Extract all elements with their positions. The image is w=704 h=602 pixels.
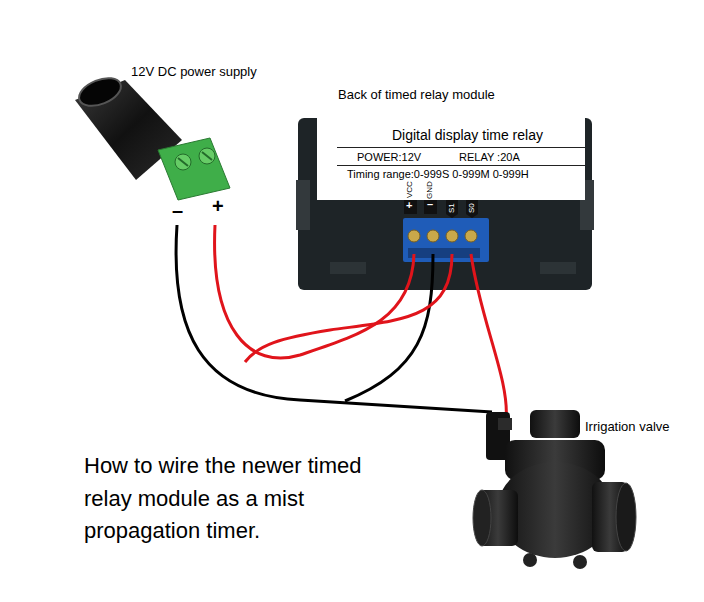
pin-name: S1 xyxy=(447,203,456,213)
part-label: 12V DC power supply xyxy=(131,65,257,80)
part-label: Back of timed relay module xyxy=(338,88,495,103)
screw xyxy=(427,230,439,242)
part-label: Irrigation valve xyxy=(585,420,670,435)
terminal-icon xyxy=(446,200,458,218)
spec-text: Timing range:0-999S 0-999M 0-999H xyxy=(347,168,529,181)
valve-cap xyxy=(530,410,580,438)
red-wire xyxy=(245,254,452,362)
label-panel: Digital display time relayPOWER:12V RELAY… xyxy=(317,118,585,200)
screw xyxy=(175,154,191,170)
terminal-icon xyxy=(466,200,478,218)
wire-entry xyxy=(408,248,480,258)
jack-opening xyxy=(75,73,125,112)
screw-slot xyxy=(202,152,212,160)
red-wire xyxy=(215,225,414,358)
side-clip xyxy=(296,180,310,230)
red-wire xyxy=(471,254,506,420)
terminal-sign: – xyxy=(427,198,433,211)
caption: How to wire the newer timed relay module… xyxy=(84,450,369,548)
bolt xyxy=(523,553,537,567)
divider-line xyxy=(337,147,585,148)
pin-name: S0 xyxy=(467,203,476,213)
divider-line xyxy=(337,165,585,166)
module-body xyxy=(298,118,592,290)
polarity-mark: – xyxy=(172,199,183,222)
pin-name: VCC xyxy=(405,181,414,198)
inlet-opening xyxy=(473,490,491,546)
terminal-block xyxy=(158,138,230,200)
spec-text: POWER:12V xyxy=(357,151,421,164)
screw xyxy=(199,148,215,164)
outlet-opening xyxy=(616,483,636,551)
pin-name: GND xyxy=(425,181,434,199)
panel-title: Digital display time relay xyxy=(392,127,543,143)
terminal-icon xyxy=(404,200,417,214)
vent xyxy=(540,262,576,274)
spec-text: RELAY :20A xyxy=(459,151,520,164)
vent xyxy=(330,262,366,274)
black-wire xyxy=(176,225,492,412)
screw-terminal xyxy=(403,218,489,262)
bolt xyxy=(573,555,587,569)
screw xyxy=(465,230,477,242)
screw-slot xyxy=(178,158,188,166)
polarity-mark: + xyxy=(212,195,224,218)
screw xyxy=(446,230,458,242)
terminal-sign: + xyxy=(406,199,412,212)
connector xyxy=(498,418,512,430)
screw xyxy=(408,230,420,242)
label-panel xyxy=(317,118,585,200)
